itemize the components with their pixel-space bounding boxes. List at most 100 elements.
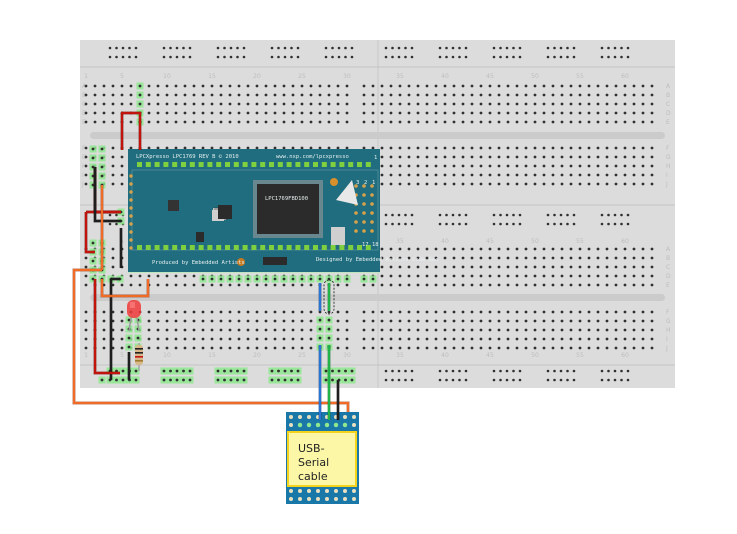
hole[interactable]	[614, 84, 618, 88]
hole[interactable]	[371, 283, 375, 287]
hole[interactable]	[138, 274, 142, 278]
hole[interactable]	[407, 155, 411, 159]
hole[interactable]	[506, 328, 510, 332]
hole[interactable]	[380, 111, 384, 115]
rail-hole[interactable]	[134, 46, 138, 50]
hole[interactable]	[479, 310, 483, 314]
hole[interactable]	[192, 328, 196, 332]
rail-hole[interactable]	[607, 378, 610, 382]
hole[interactable]	[371, 102, 375, 106]
hole[interactable]	[569, 173, 573, 177]
hole[interactable]	[614, 111, 618, 115]
hole[interactable]	[578, 111, 582, 115]
rail-hole[interactable]	[438, 46, 442, 50]
hole[interactable]	[605, 146, 609, 150]
hole[interactable]	[336, 146, 340, 150]
hole[interactable]	[587, 346, 591, 350]
hole[interactable]	[605, 84, 609, 88]
hole[interactable]	[264, 328, 268, 332]
hole[interactable]	[461, 111, 465, 115]
hole[interactable]	[587, 337, 591, 341]
rail-hole[interactable]	[458, 213, 461, 217]
usb-serial-note[interactable]: USB-Serial cable	[287, 431, 357, 487]
hole[interactable]	[533, 256, 537, 260]
rail-hole[interactable]	[518, 222, 522, 226]
hole[interactable]	[569, 256, 573, 260]
hole[interactable]	[434, 111, 438, 115]
rail-hole[interactable]	[626, 46, 630, 50]
hole[interactable]	[156, 337, 160, 341]
hole[interactable]	[452, 328, 456, 332]
hole[interactable]	[111, 310, 115, 314]
rail-hole[interactable]	[175, 55, 179, 59]
hole[interactable]	[443, 319, 447, 323]
hole[interactable]	[237, 84, 241, 88]
hole[interactable]	[246, 111, 250, 115]
rail-hole[interactable]	[410, 213, 414, 217]
hole[interactable]	[443, 93, 447, 97]
hole[interactable]	[138, 283, 142, 287]
rail-hole[interactable]	[115, 46, 118, 50]
hole[interactable]	[551, 247, 555, 251]
hole[interactable]	[318, 146, 322, 150]
hole[interactable]	[605, 120, 609, 124]
hole[interactable]	[228, 346, 232, 350]
rail-hole[interactable]	[121, 55, 125, 59]
hole[interactable]	[264, 84, 268, 88]
hole[interactable]	[551, 337, 555, 341]
hole[interactable]	[533, 146, 537, 150]
hole[interactable]	[336, 120, 340, 124]
rail-hole[interactable]	[445, 378, 448, 382]
hole[interactable]	[282, 102, 286, 106]
hole[interactable]	[452, 265, 456, 269]
hole[interactable]	[111, 146, 115, 150]
hole[interactable]	[614, 256, 618, 260]
hole[interactable]	[416, 146, 420, 150]
hole[interactable]	[560, 120, 564, 124]
hole[interactable]	[336, 283, 340, 287]
hole[interactable]	[569, 182, 573, 186]
hole[interactable]	[389, 283, 393, 287]
hole[interactable]	[488, 265, 492, 269]
hole[interactable]	[623, 84, 627, 88]
hole[interactable]	[389, 346, 393, 350]
hole[interactable]	[407, 102, 411, 106]
rail-hole[interactable]	[115, 55, 118, 59]
hole[interactable]	[84, 274, 88, 278]
hole[interactable]	[542, 337, 546, 341]
hole[interactable]	[371, 93, 375, 97]
hole[interactable]	[201, 93, 205, 97]
rail-hole[interactable]	[492, 222, 496, 226]
hole[interactable]	[506, 256, 510, 260]
hole[interactable]	[443, 247, 447, 251]
hole[interactable]	[416, 93, 420, 97]
rail-hole[interactable]	[451, 222, 455, 226]
hole[interactable]	[497, 182, 501, 186]
rail-hole[interactable]	[438, 369, 442, 373]
hole[interactable]	[425, 319, 429, 323]
rail-hole[interactable]	[572, 378, 576, 382]
rail-hole[interactable]	[397, 46, 401, 50]
hole[interactable]	[336, 93, 340, 97]
hole[interactable]	[111, 173, 115, 177]
hole[interactable]	[201, 120, 205, 124]
hole[interactable]	[407, 265, 411, 269]
rail-hole[interactable]	[331, 46, 334, 50]
hole[interactable]	[497, 102, 501, 106]
hole[interactable]	[533, 102, 537, 106]
hole[interactable]	[569, 328, 573, 332]
hole[interactable]	[102, 337, 106, 341]
hole[interactable]	[596, 155, 600, 159]
hole[interactable]	[461, 319, 465, 323]
hole[interactable]	[398, 328, 402, 332]
rail-hole[interactable]	[512, 222, 515, 226]
hole[interactable]	[632, 256, 636, 260]
hole[interactable]	[165, 102, 169, 106]
rail-hole[interactable]	[464, 213, 468, 217]
hole[interactable]	[102, 346, 106, 350]
hole[interactable]	[497, 164, 501, 168]
hole[interactable]	[416, 265, 420, 269]
hole[interactable]	[165, 328, 169, 332]
hole[interactable]	[641, 182, 645, 186]
hole[interactable]	[551, 346, 555, 350]
